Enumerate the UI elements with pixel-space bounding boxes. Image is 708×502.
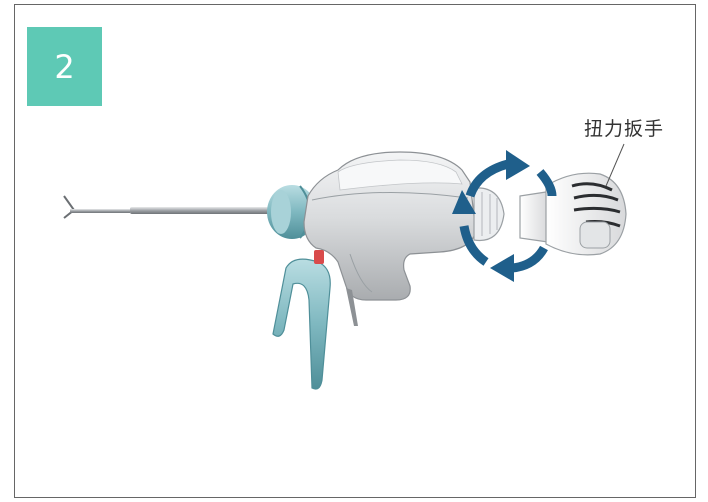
release-button [314, 250, 324, 264]
callout-leader-line [606, 144, 624, 186]
instrument-shaft [64, 196, 278, 218]
torque-wrench [520, 173, 626, 255]
instrument-body [304, 152, 476, 326]
rear-knob [474, 188, 504, 241]
teal-handle-ring [273, 259, 330, 389]
